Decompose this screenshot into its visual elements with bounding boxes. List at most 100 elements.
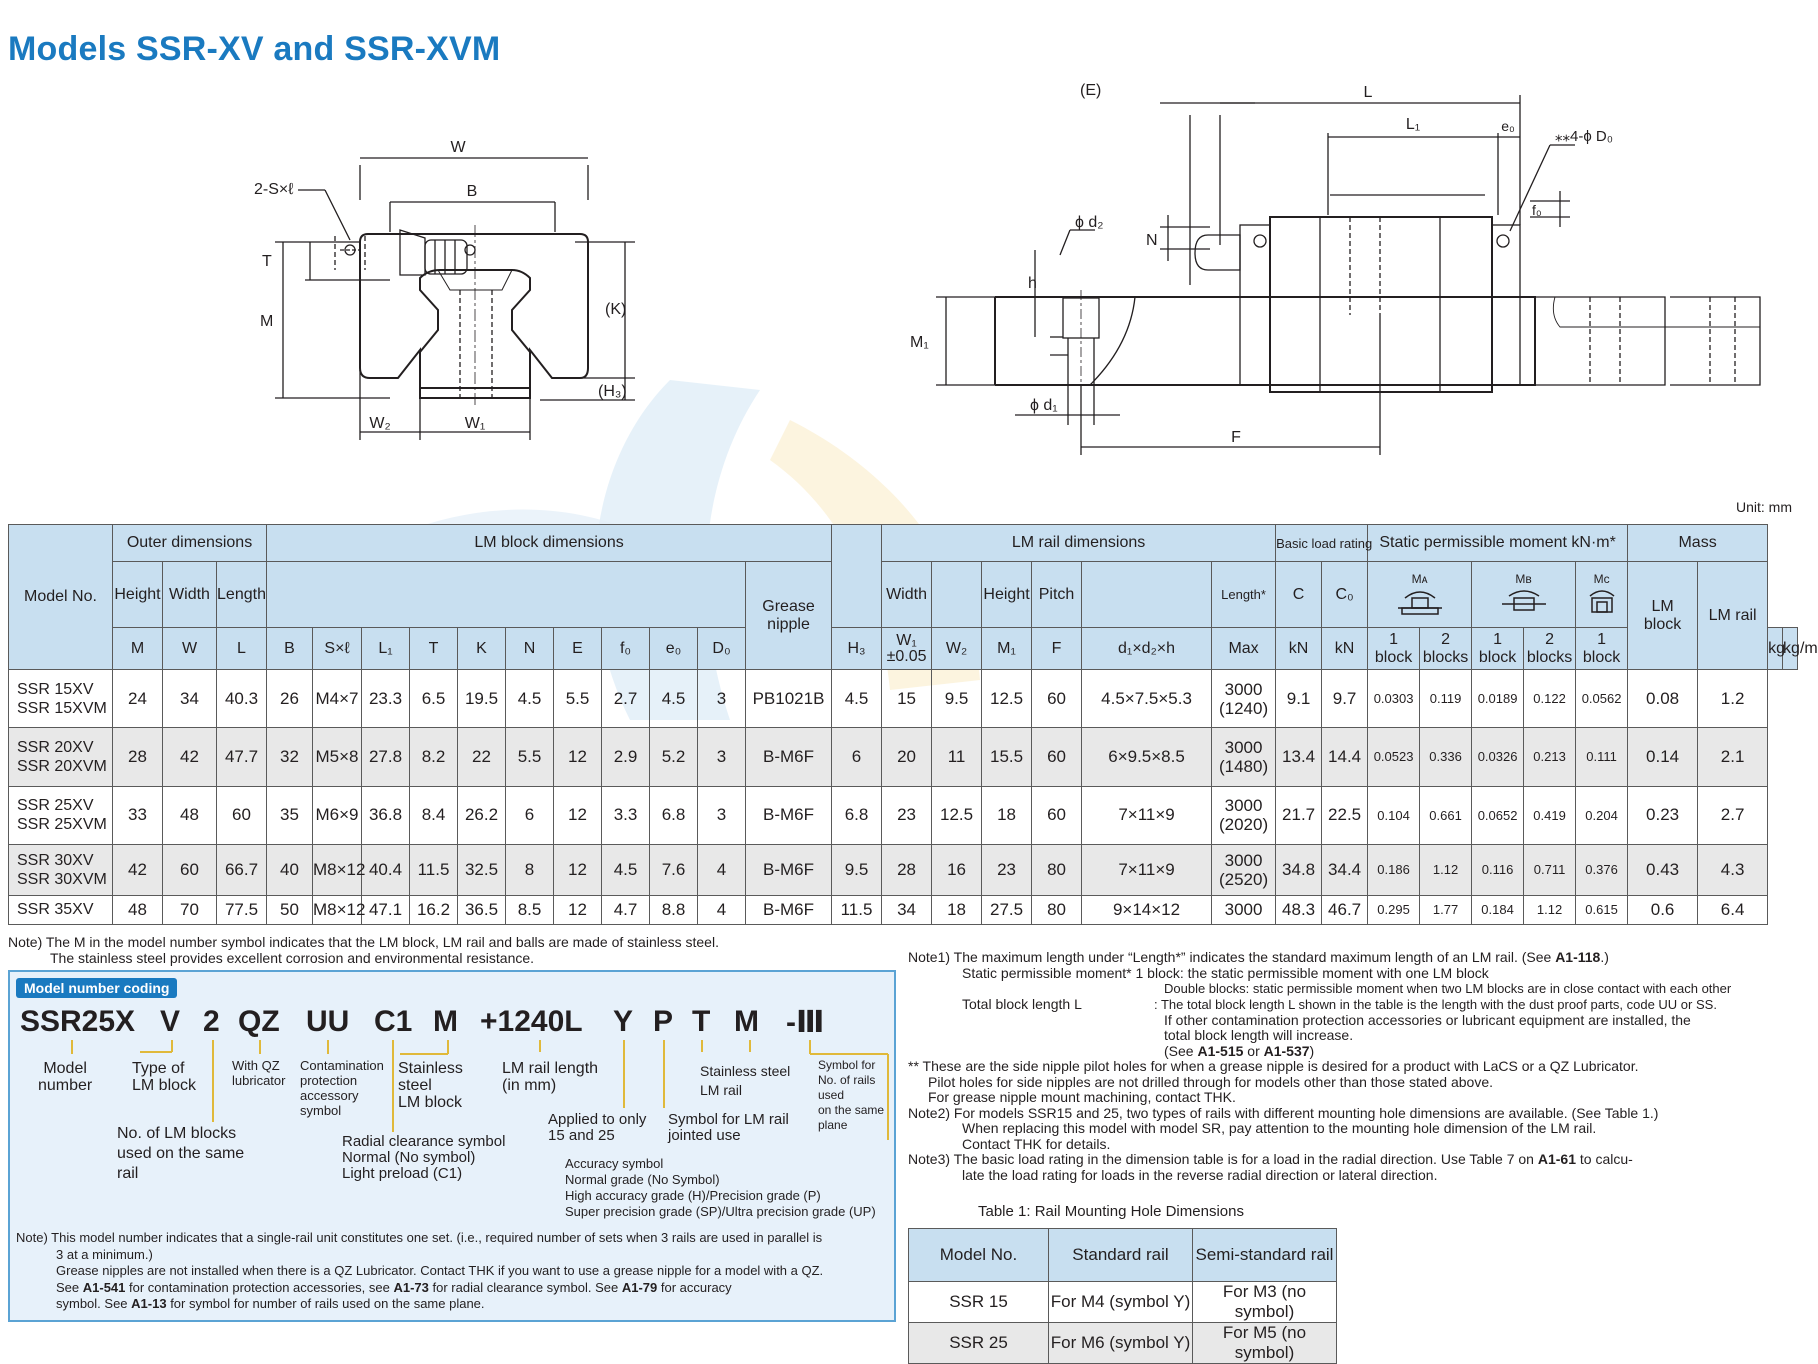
coding-note: Note) This model number indicates that a… [16, 1230, 824, 1311]
moment-mc-icon [1589, 589, 1615, 613]
coding-leader-lines [71, 1040, 889, 1140]
cell-MB1: 0.0326 [1471, 727, 1525, 787]
cell-grease: B-M6F [745, 843, 833, 896]
cell-E: 12 [553, 785, 603, 845]
th-rail: LM rail dimensions [881, 524, 1277, 562]
cell-MA1: 0.104 [1367, 785, 1421, 845]
cell-MB2: 0.122 [1523, 668, 1577, 729]
dim-N: N [1146, 232, 1158, 249]
rail-mounting-table: Model No. Standard rail Semi-standard ra… [908, 1228, 1337, 1364]
cell-kg: 0.14 [1627, 727, 1699, 787]
rail-cell-standard: For M6 (symbol Y) [1048, 1322, 1193, 1364]
th-sym-kgm: kg/m [1782, 627, 1818, 670]
dim-M: M [260, 313, 273, 330]
code-series: SSR25X [20, 1005, 136, 1038]
rail-cell-standard: For M4 (symbol Y) [1048, 1281, 1193, 1323]
dim-F: F [1231, 429, 1241, 446]
dimension-table: Model No. Outer dimensions LM block dime… [8, 524, 1818, 926]
cell-MC: 0.111 [1575, 727, 1629, 787]
cell-W: 60 [162, 843, 217, 896]
code-qz: QZ [238, 1005, 280, 1038]
cell-MB2: 1.12 [1523, 894, 1577, 926]
cell-W2: 18 [931, 894, 983, 926]
code-blocks: 2 [203, 1005, 220, 1038]
cell-M: 24 [112, 668, 163, 729]
th-width: Width [162, 561, 217, 628]
th-C0: C₀ [1321, 561, 1369, 628]
rail-cell-model: SSR 15 [908, 1281, 1049, 1323]
cell-L: 60 [215, 785, 268, 845]
cell-MC: 0.0562 [1575, 668, 1629, 729]
th-sym-L1: L₁ [361, 627, 411, 670]
cell-E: 12 [553, 727, 603, 787]
dim-f0: f₀ [1532, 202, 1542, 218]
cell-E: 12 [553, 894, 603, 926]
th-MA: Mᴀ [1367, 561, 1473, 628]
label-rail-length: LM rail length(in mm) [502, 1060, 599, 1094]
th-sym-W1: W₁±0.05 [881, 627, 933, 670]
cell-MA1: 0.0523 [1367, 727, 1421, 787]
th-moment: Static permissible moment kN·m* [1367, 524, 1629, 562]
th-sym-f0: f₀ [601, 627, 651, 670]
cell-C0: 14.4 [1321, 727, 1369, 787]
cell-rail-length: 3000(1240) [1211, 668, 1277, 729]
cell-T: 6.5 [409, 668, 459, 729]
cell-kgm: 2.7 [1697, 785, 1769, 845]
th-sym-F: F [1031, 627, 1083, 670]
dim-L: L [1364, 84, 1373, 101]
table-row: SSR 35XV 48 70 77.5 50 M8×12 47.1 16.2 3… [8, 894, 1798, 926]
dim-H3: (H₃) [598, 383, 627, 400]
th-pitch: Pitch [1031, 561, 1083, 628]
cell-MA2: 1.12 [1419, 843, 1473, 896]
cell-H3: 11.5 [831, 894, 883, 926]
cell-rail-length: 3000(2020) [1211, 785, 1277, 845]
table-row: SSR 15 For M4 (symbol Y) For M3 (no symb… [908, 1281, 1337, 1323]
cell-grease: B-M6F [745, 894, 833, 926]
cell-D0: 3 [697, 785, 747, 845]
th-sym-max: Max [1211, 627, 1277, 670]
dim-W: W [450, 139, 466, 156]
cell-S: M4×7 [312, 668, 363, 729]
cell-W1: 20 [881, 727, 933, 787]
th-h3-blank [831, 524, 883, 628]
cell-M1: 12.5 [981, 668, 1033, 729]
cell-S: M8×12 [312, 894, 365, 926]
cell-e0: 4.5 [649, 668, 699, 729]
cell-D0: 3 [697, 668, 747, 729]
code-jointed: T [692, 1005, 711, 1038]
code-type: V [160, 1005, 181, 1038]
cell-D0: 3 [697, 727, 747, 787]
th-sym-D0: D₀ [697, 627, 747, 670]
cell-K: 26.2 [457, 785, 507, 845]
cell-K: 19.5 [457, 668, 507, 729]
cell-MB1: 0.0189 [1471, 668, 1525, 729]
th-sym-N: N [505, 627, 555, 670]
th-sym-W2: W₂ [931, 627, 983, 670]
cell-S: M5×8 [312, 727, 363, 787]
unit-label: Unit: mm [1736, 499, 1792, 515]
cell-M1: 23 [981, 843, 1033, 896]
cell-W2: 16 [931, 843, 983, 896]
th-length: Length [215, 561, 268, 628]
cell-MA1: 0.0303 [1367, 668, 1421, 729]
cell-kgm: 4.3 [1697, 843, 1769, 896]
cell-F: 60 [1031, 785, 1083, 845]
cell-MB1: 0.116 [1471, 843, 1525, 896]
th-sym-d: d₁×d₂×h [1081, 627, 1213, 670]
dim-K: (K) [605, 301, 626, 318]
cell-grease: B-M6F [745, 727, 833, 787]
cell-MA1: 0.295 [1367, 894, 1421, 926]
cell-K: 36.5 [457, 894, 507, 926]
table-row: SSR 25 For M6 (symbol Y) For M5 (no symb… [908, 1322, 1337, 1364]
cell-F: 60 [1031, 727, 1083, 787]
